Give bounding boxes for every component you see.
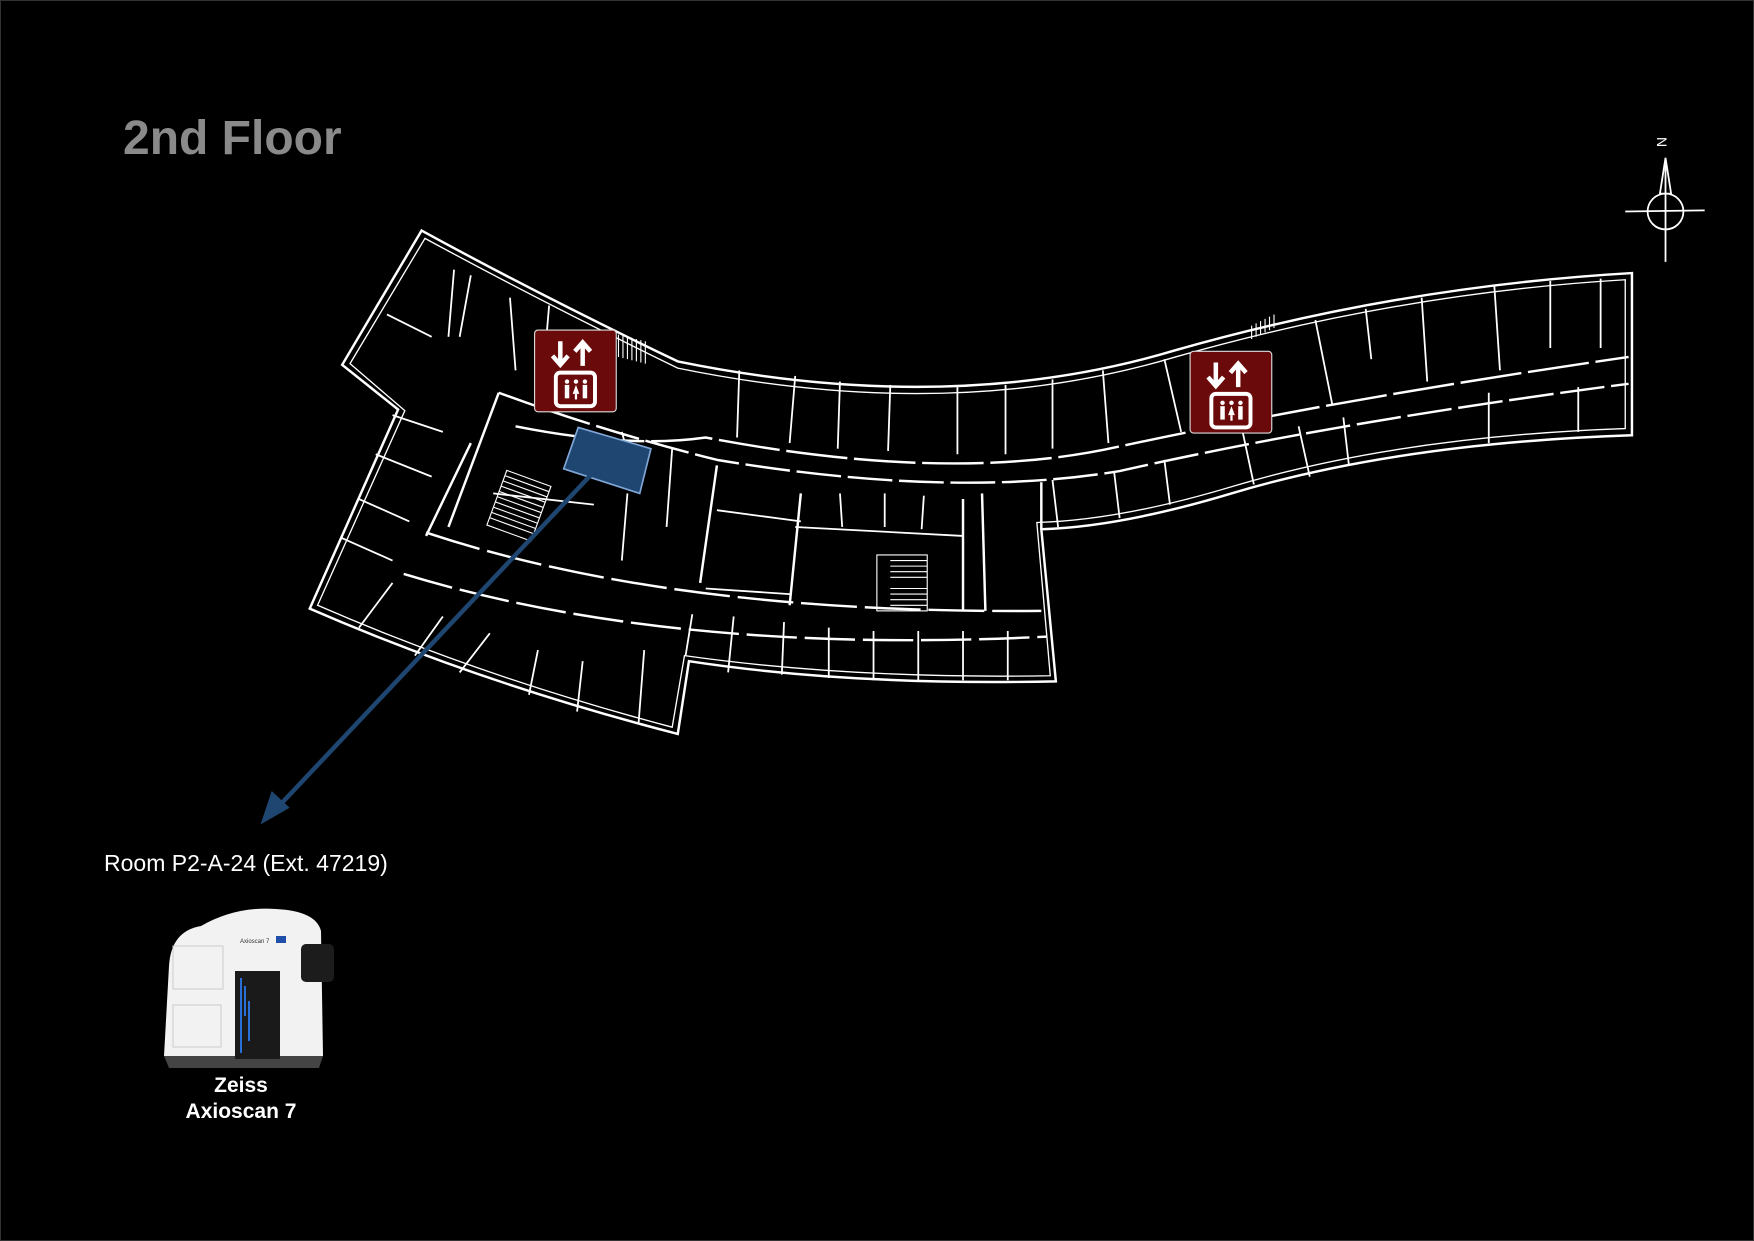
instrument-brand: Zeiss bbox=[214, 1074, 268, 1097]
stairs bbox=[486, 314, 1275, 612]
stair-treads bbox=[890, 559, 928, 606]
corridor-wall bbox=[425, 531, 1042, 613]
direction-arrow bbox=[260, 458, 607, 825]
corridor-wall bbox=[424, 392, 1043, 611]
floor-title: 2nd Floor bbox=[123, 112, 342, 165]
room-label: Room P2-A-24 (Ext. 47219) bbox=[104, 850, 388, 876]
elevator-icon[interactable] bbox=[1189, 350, 1273, 434]
instrument-image: Axioscan 7 bbox=[164, 908, 334, 1068]
stair-treads bbox=[489, 475, 550, 535]
outer-wall-inner bbox=[316, 237, 1626, 729]
elevator-icon[interactable] bbox=[534, 329, 617, 413]
highlighted-room[interactable] bbox=[562, 426, 652, 495]
corridor-wall bbox=[498, 382, 1629, 484]
corridor-wall bbox=[515, 355, 1629, 465]
compass-icon bbox=[1625, 157, 1705, 262]
instrument-label: Zeiss Axioscan 7 bbox=[131, 1073, 351, 1125]
room-walls bbox=[341, 269, 1602, 723]
stairwell bbox=[486, 469, 552, 542]
stair-treads bbox=[617, 314, 1275, 364]
panel-label: Axioscan 7 bbox=[240, 939, 270, 945]
outer-wall bbox=[308, 228, 1634, 736]
north-label: N bbox=[1654, 136, 1671, 148]
instrument-model: Axioscan 7 bbox=[185, 1100, 297, 1123]
stairwell bbox=[876, 554, 928, 612]
building-walls bbox=[308, 228, 1634, 736]
corridor-wall bbox=[403, 572, 1047, 642]
